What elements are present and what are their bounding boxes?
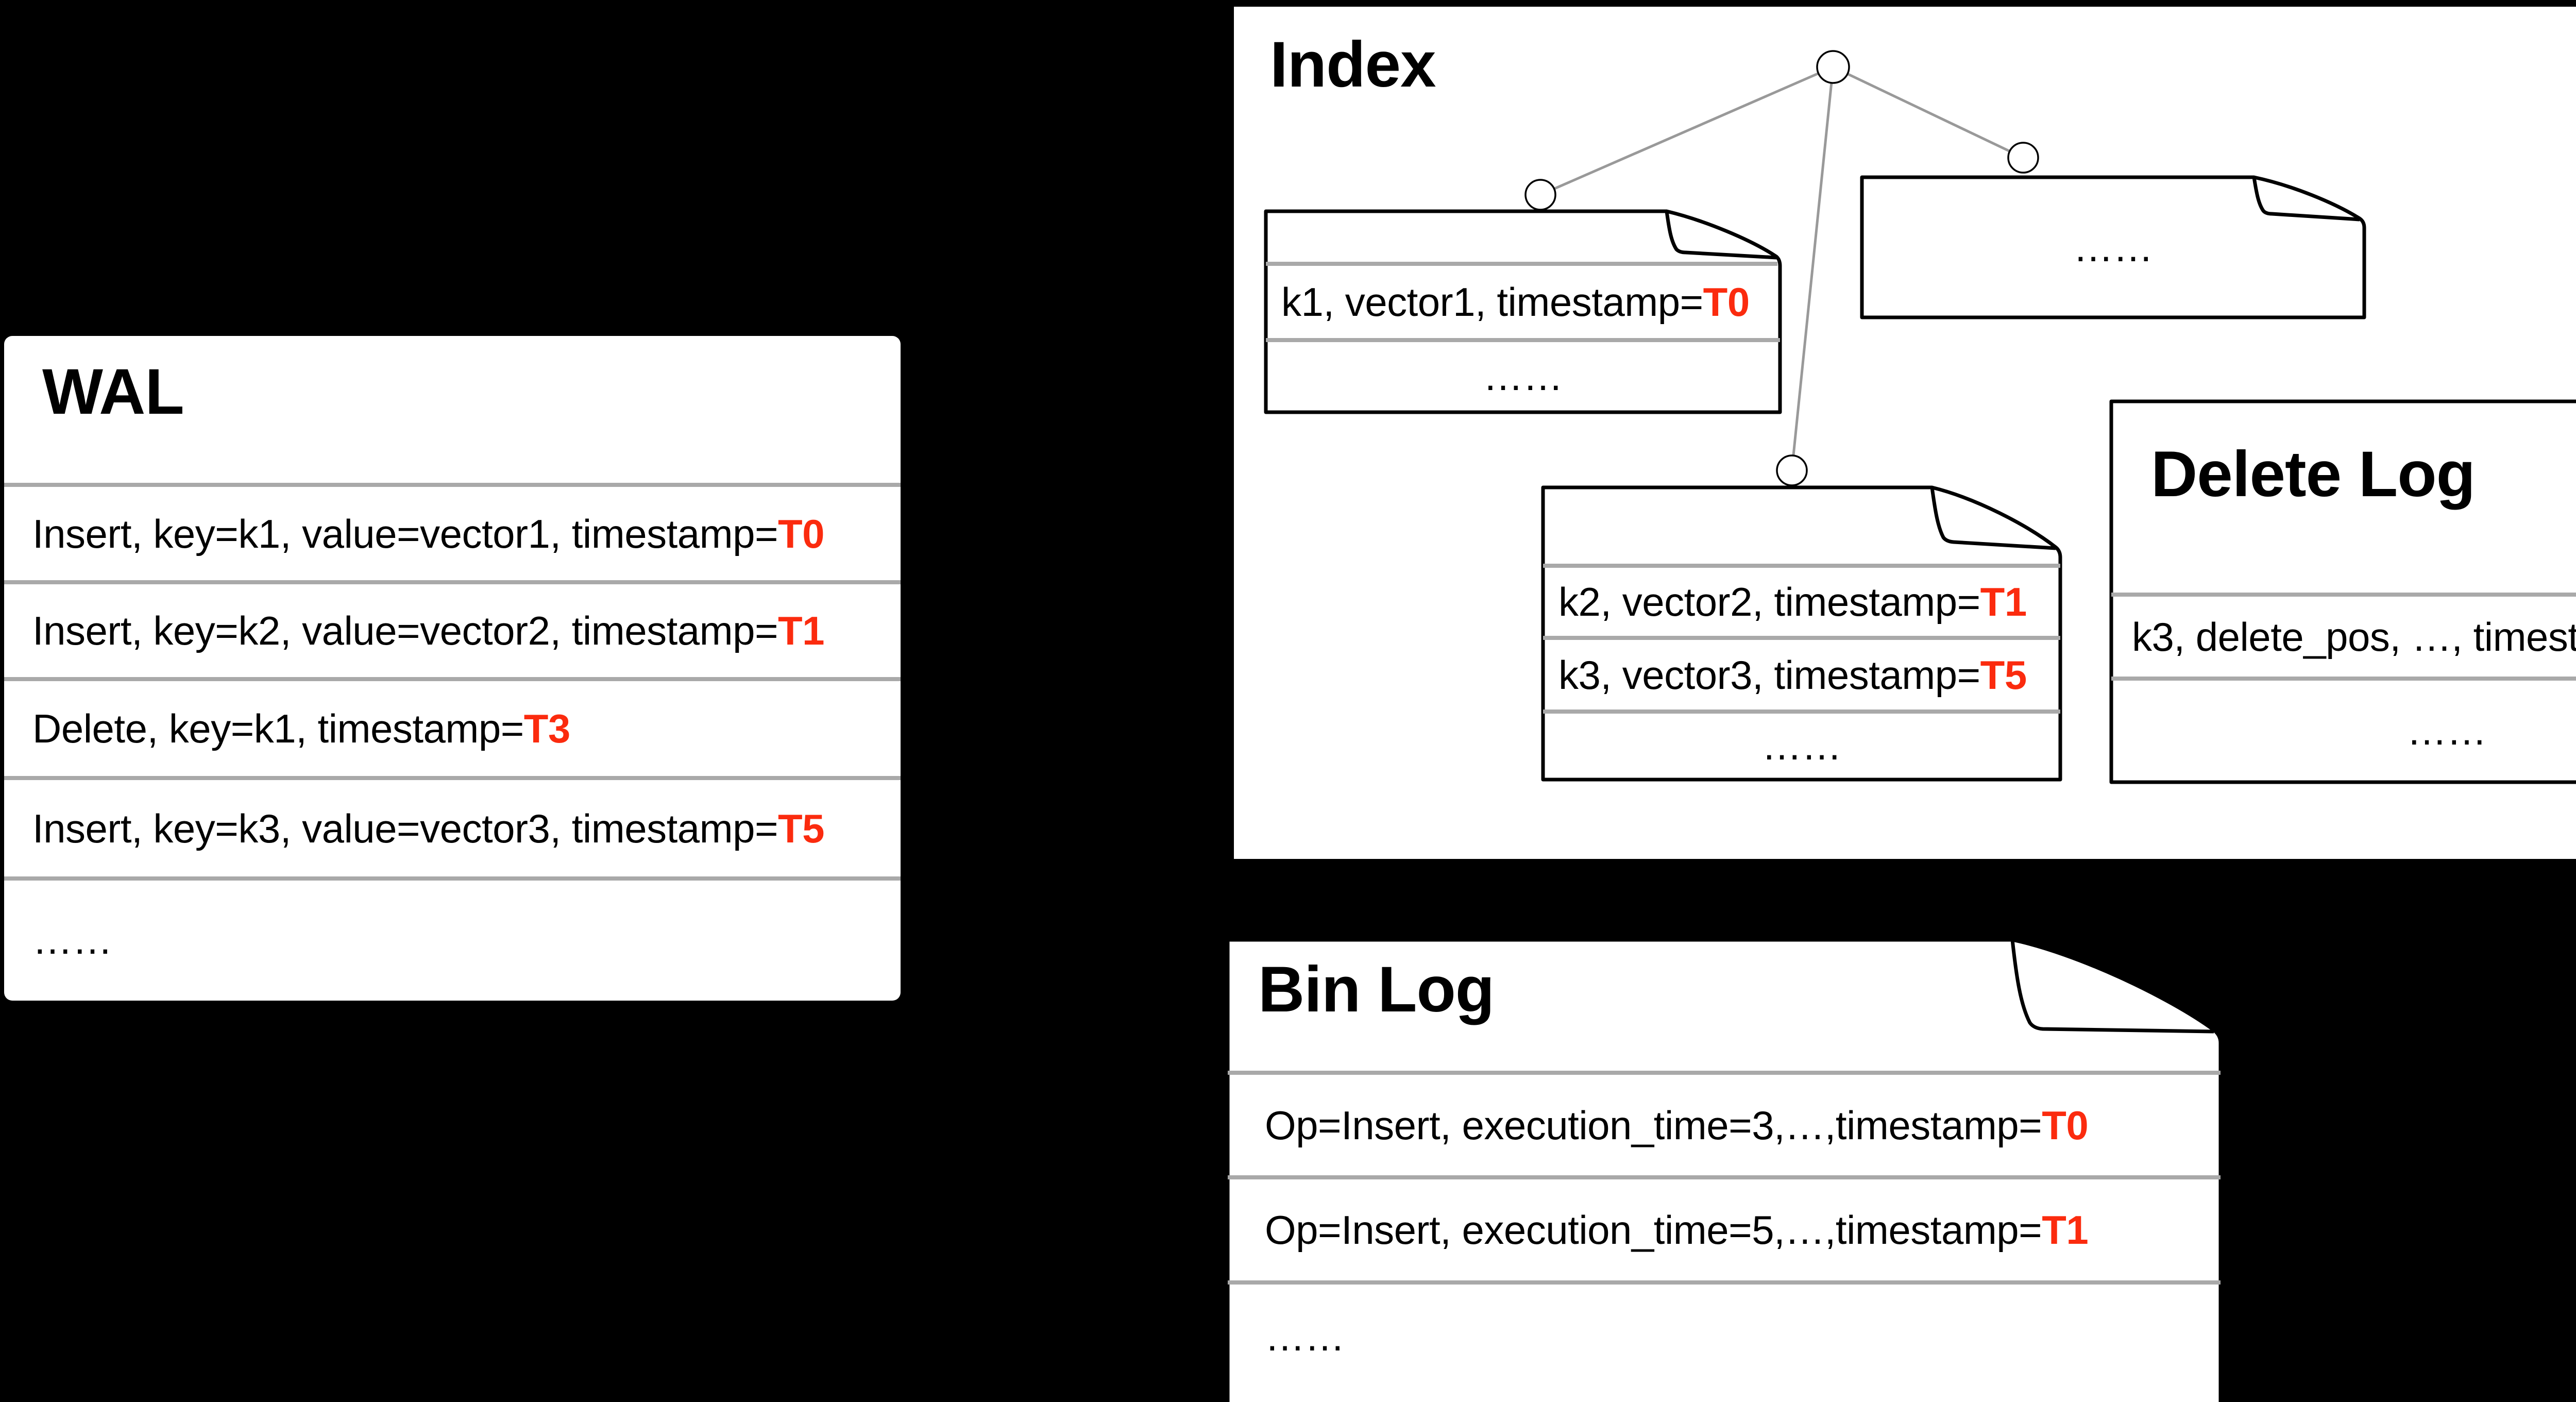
timestamp-value: T5 [1980, 652, 2027, 698]
folded-corner-icon [2252, 177, 2360, 222]
wal-title: WAL [42, 356, 184, 428]
tree-edge-root-right [1832, 65, 2024, 159]
wal-row: Insert, key=k2, value=vector2, timestamp… [32, 582, 883, 679]
log-entry-text: …… [1483, 353, 1564, 399]
log-entry-text: …… [1761, 723, 1842, 768]
log-entry-text: k3, delete_pos, …, timestamp= [2132, 614, 2576, 660]
log-entry-text: Insert, key=k2, value=vector2, timestamp… [32, 608, 778, 653]
log-entry-text: …… [2406, 707, 2487, 753]
log-entry-text: …… [2073, 225, 2154, 270]
log-entry-text: Insert, key=k1, value=vector1, timestamp… [32, 511, 778, 556]
index-file-row: k3, vector3, timestamp=T5 [1558, 638, 2053, 712]
delete-log-file [2109, 399, 2576, 784]
tree-node-bottom [1776, 454, 1808, 486]
tree-root-node [1816, 50, 1850, 84]
timestamp-value: T0 [778, 511, 825, 556]
log-entry-text: Op=Insert, execution_time=3,…,timestamp= [1265, 1102, 2042, 1148]
row-divider [2111, 593, 2576, 681]
timestamp-value: T0 [1703, 279, 1750, 325]
timestamp-value: T0 [2042, 1102, 2089, 1148]
log-entry-text: …… [1265, 1314, 1345, 1359]
folded-corner-icon [1665, 211, 1777, 260]
log-entry-text: Op=Insert, execution_time=5,…,timestamp= [1265, 1207, 2042, 1253]
index-file-row: k1, vector1, timestamp=T0 [1281, 264, 1771, 340]
wal-row: Delete, key=k1, timestamp=T3 [32, 679, 883, 778]
timestamp-value: T5 [778, 805, 825, 851]
log-entry-text: k2, vector2, timestamp= [1558, 579, 1980, 624]
row-divider [1266, 262, 1780, 342]
file-shape [1264, 209, 1782, 414]
delete-log-row: …… [2111, 679, 2576, 782]
log-entry-text: Delete, key=k1, timestamp= [32, 706, 524, 751]
file-shape [2109, 399, 2576, 784]
folded-corner-icon [1930, 487, 2056, 550]
wal-row: Insert, key=k1, value=vector1, timestamp… [32, 485, 883, 582]
wal-row: Insert, key=k3, value=vector3, timestamp… [32, 778, 883, 879]
tree-node-left [1524, 179, 1556, 211]
file-shape [1541, 485, 2062, 782]
bin-log-title: Bin Log [1258, 953, 1495, 1025]
bin-log-row: Op=Insert, execution_time=3,…,timestamp=… [1265, 1073, 2192, 1177]
log-entry-text: k1, vector1, timestamp= [1281, 279, 1703, 325]
index-file-more [1860, 175, 2366, 319]
log-entry-text: Insert, key=k3, value=vector3, timestamp… [32, 805, 778, 851]
folded-corner-icon [2010, 939, 2214, 1034]
index-file-row: …… [1266, 340, 1780, 412]
index-file-row: …… [1543, 712, 2060, 780]
tree-node-right [2007, 142, 2039, 174]
bin-log-row: …… [1265, 1282, 2192, 1391]
delete-log-row: k3, delete_pos, …, timestamp=T3 [2132, 595, 2576, 679]
timestamp-value: T1 [778, 608, 825, 653]
log-entry-text: k3, vector3, timestamp= [1558, 652, 1980, 698]
index-file-k1 [1264, 209, 1782, 414]
file-shape [1860, 175, 2366, 319]
wal-row: …… [32, 879, 883, 1001]
index-title: Index [1270, 28, 1436, 100]
tree-edge-root-left [1539, 65, 1834, 196]
file-shape [1226, 938, 2223, 1402]
delete-log-title: Delete Log [2151, 438, 2476, 510]
timestamp-value: T3 [523, 706, 571, 751]
log-entry-text: …… [32, 917, 113, 962]
wal-panel [4, 336, 901, 1001]
tree-edge-root-bottom [1790, 66, 1835, 471]
index-file-k2k3 [1541, 485, 2062, 782]
index-file-row: k2, vector2, timestamp=T1 [1558, 566, 2053, 638]
row-divider [1543, 564, 2060, 714]
index-file-row: …… [1862, 177, 2364, 317]
row-divider [1228, 1071, 2221, 1285]
index-tree-edges [1539, 65, 2024, 471]
timestamp-value: T1 [1980, 579, 2027, 624]
row-divider [4, 483, 901, 881]
timestamp-value: T1 [2042, 1207, 2089, 1253]
bin-log-file [1226, 938, 2223, 1402]
bin-log-row: Op=Insert, execution_time=5,…,timestamp=… [1265, 1177, 2192, 1282]
